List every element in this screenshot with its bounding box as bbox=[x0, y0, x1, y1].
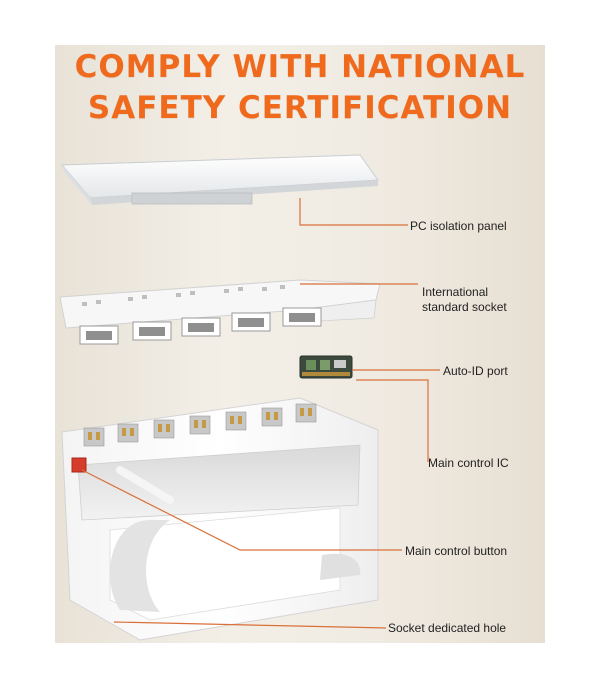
leader-lines bbox=[81, 198, 440, 629]
callout-socket-line-2: standard socket bbox=[422, 300, 507, 314]
callout-socket-hole: Socket dedicated hole bbox=[388, 621, 507, 635]
pc-isolation-panel bbox=[60, 154, 379, 205]
callout-main-ic: Main control IC bbox=[428, 456, 509, 470]
callout-auto-id: Auto-ID port bbox=[443, 364, 508, 378]
headline-line-2: SAFETY CERTIFICATION bbox=[87, 90, 513, 126]
callout-pc-panel: PC isolation panel bbox=[410, 219, 507, 233]
headline-line-1: COMPLY WITH NATIONAL bbox=[74, 49, 526, 85]
callout-socket-line-1: International bbox=[422, 285, 489, 299]
auto-id-port-board bbox=[299, 355, 353, 379]
callout-main-button: Main control button bbox=[405, 544, 508, 558]
power-strip-housing bbox=[61, 397, 379, 641]
international-socket-module bbox=[59, 279, 381, 345]
